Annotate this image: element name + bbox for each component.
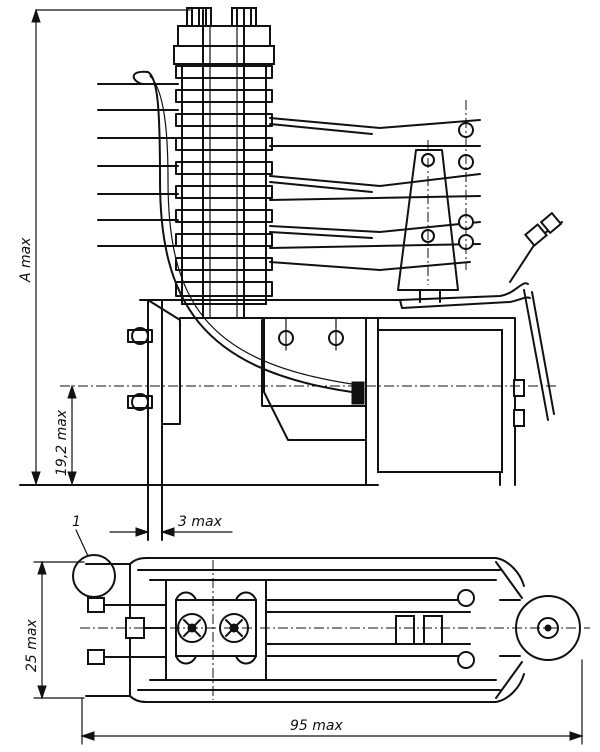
dim-height-label: 19,2 max [54,409,70,476]
dimension-height: 19,2 max [54,384,77,486]
lead-wire [132,70,353,393]
armature [139,211,563,421]
dim-width-label: 25 max [24,619,40,672]
dimension-offset: 3 max [109,514,233,537]
frame-bracket [127,299,181,541]
callout-circle [72,554,116,598]
side-view [19,7,563,541]
dim-a-label: A max [18,237,34,283]
dim-length-label: 95 max [290,718,343,734]
dim-offset-label: 3 max [178,514,223,530]
coil-core [19,317,525,486]
callout-label: 1 [72,514,81,530]
contact-points [421,100,474,285]
dimension-width: 25 max [24,560,85,700]
contact-springs [269,117,481,271]
top-terminals [173,7,275,65]
top-view: 1 [72,514,590,703]
left-terminal-pins [97,83,179,247]
dimension-a-max: A max [18,8,191,486]
dimension-length: 95 max [80,659,584,745]
contact-stack [175,9,273,319]
